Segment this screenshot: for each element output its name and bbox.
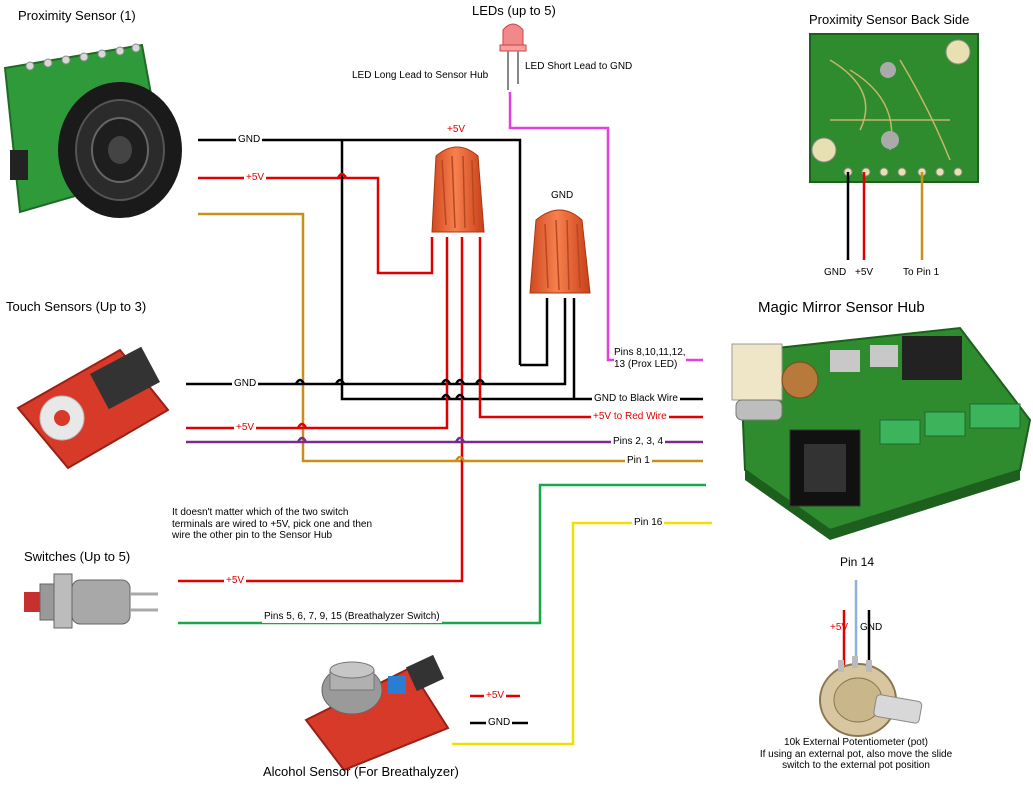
wire-nut-gnd-label: GND (551, 190, 574, 201)
sensor-hub-image (731, 326, 1032, 540)
title-switches: Switches (Up to 5) (24, 549, 131, 564)
proximity-sensor-image (3, 43, 182, 218)
hub-label-prox-led-pins: Pins 8,10,11,12, 13 (Prox LED) (614, 347, 686, 370)
wire-label-touch-gnd: GND (232, 378, 259, 390)
wire-nut-gnd (529, 209, 591, 294)
switch-image (24, 573, 158, 629)
pot-5v-label: +5V (830, 622, 849, 633)
wire-touch-gnd (186, 298, 567, 386)
alcohol-sensor-image (304, 654, 450, 772)
wire-pin16 (452, 521, 712, 746)
wire-switch-5v (178, 237, 464, 583)
wire-label-prox-5v: +5V (244, 172, 267, 184)
hub-label-pin16: Pin 16 (632, 517, 665, 529)
title-proximity-back: Proximity Sensor Back Side (809, 12, 970, 27)
title-leds: LEDs (up to 5) (472, 3, 556, 18)
wire-touch-5v (186, 237, 449, 430)
led-long-lead-label: LED Long Lead to Sensor Hub (352, 70, 489, 81)
title-proximity-sensor: Proximity Sensor (1) (18, 8, 136, 23)
title-touch-sensors: Touch Sensors (Up to 3) (6, 299, 147, 314)
prox-back-pin1-label: To Pin 1 (903, 267, 940, 278)
wire-hub-5v (478, 237, 703, 419)
wire-prox-gnd (198, 138, 522, 365)
wire-label-switch-5v: +5V (224, 575, 247, 587)
wire-label-alcohol-gnd: GND (486, 717, 513, 729)
wire-switch-pins (178, 483, 706, 625)
wire-label-alcohol-5v: +5V (484, 690, 507, 702)
prox-back-gnd-label: GND (824, 267, 847, 278)
proximity-back-image (809, 33, 979, 183)
wire-nut-5v-label: +5V (447, 124, 466, 135)
wire-prox-5v (198, 176, 434, 275)
wire-nut-5v (431, 146, 485, 233)
wire-label-touch-5v: +5V (234, 422, 257, 434)
touch-sensor-image (16, 346, 170, 470)
pot-pin14-label: Pin 14 (840, 555, 875, 569)
wire-hub-gnd (340, 140, 703, 401)
led-short-lead-label: LED Short Lead to GND (525, 61, 633, 72)
hub-label-pins-234: Pins 2, 3, 4 (611, 436, 666, 448)
pot-gnd-label: GND (860, 622, 883, 633)
title-alcohol-sensor: Alcohol Sensor (For Breathalyzer) (263, 764, 459, 779)
wire-prox-signal (198, 212, 703, 463)
hub-label-pin1: Pin 1 (625, 455, 652, 467)
title-sensor-hub: Magic Mirror Sensor Hub (758, 299, 925, 316)
wire-label-prox-gnd: GND (236, 134, 263, 146)
hub-label-5v-red: +5V to Red Wire (591, 411, 669, 423)
hub-label-gnd-black: GND to Black Wire (592, 393, 680, 405)
prox-back-5v-label: +5V (855, 267, 874, 278)
switch-note: It doesn't matter which of the two switc… (172, 507, 373, 541)
pot-caption: 10k External Potentiometer (pot) If usin… (759, 737, 953, 771)
wire-label-switch-pins: Pins 5, 6, 7, 9, 15 (Breathalyzer Switch… (262, 611, 442, 623)
potentiometer-image (819, 580, 923, 737)
led-image (499, 23, 527, 90)
